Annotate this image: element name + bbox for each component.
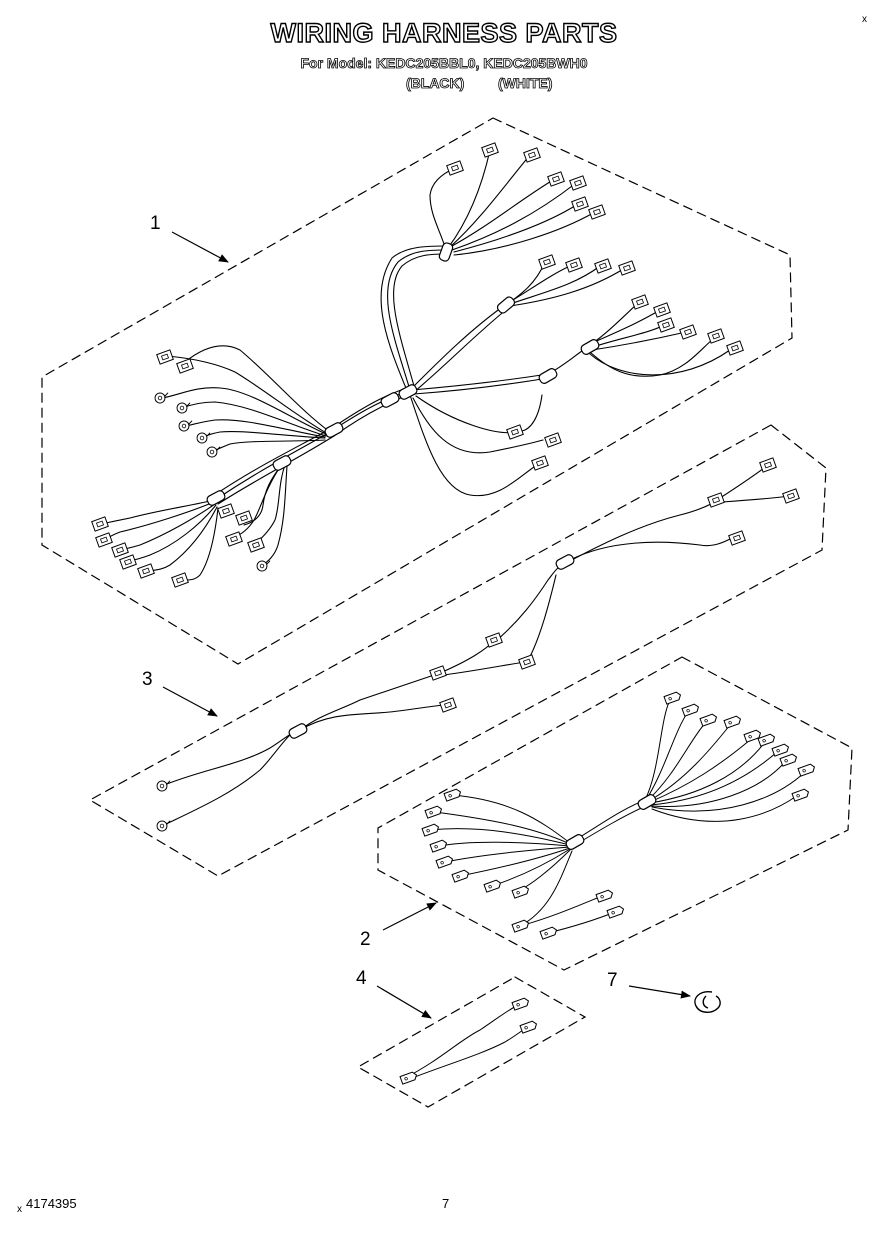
page-title: WIRING HARNESS PARTS bbox=[270, 17, 618, 48]
part-1-main-harness bbox=[41, 117, 793, 665]
callout-part-7: 7 bbox=[607, 970, 618, 991]
variant-black-label: (BLACK) bbox=[406, 75, 465, 92]
model-subtitle: For Model: KEDC205BBL0, KEDC205BWH0 bbox=[300, 55, 588, 72]
part-2-tab-harness bbox=[377, 656, 853, 971]
part-number: 4174395 bbox=[26, 1196, 77, 1211]
part-7-wire-clip bbox=[694, 991, 721, 1013]
part-3-long-harness bbox=[88, 424, 827, 877]
variant-white-label: (WHITE) bbox=[498, 75, 553, 92]
callout-arrows bbox=[162, 231, 691, 1019]
part-4-jumper-wire bbox=[356, 976, 587, 1108]
page-number: 7 bbox=[442, 1196, 450, 1211]
corner-mark-bottom: x bbox=[17, 1204, 22, 1215]
callout-part-4: 4 bbox=[356, 968, 367, 989]
corner-mark-top: x bbox=[862, 14, 867, 25]
callout-part-2: 2 bbox=[360, 929, 371, 950]
callout-part-1: 1 bbox=[150, 213, 161, 234]
callout-part-3: 3 bbox=[142, 669, 153, 690]
